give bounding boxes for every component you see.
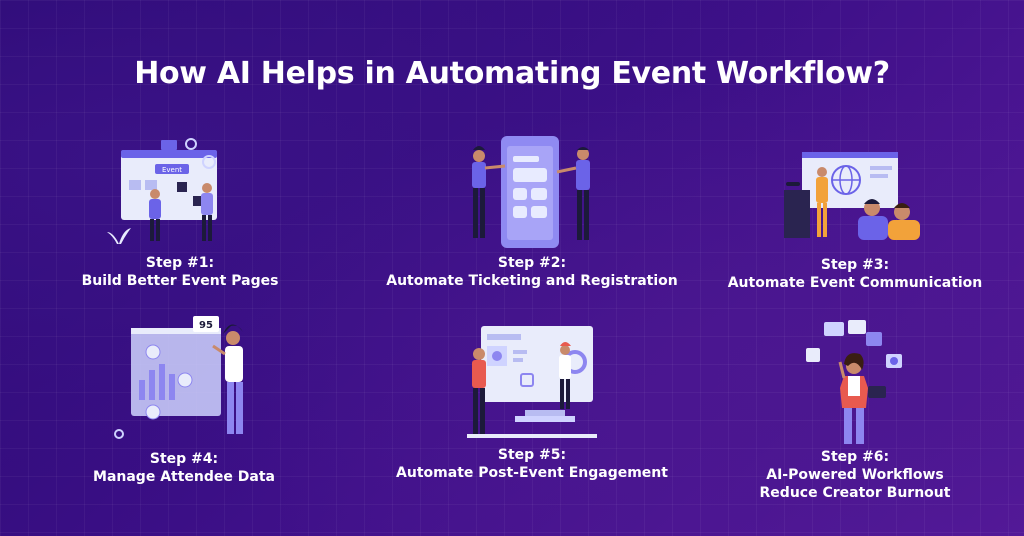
step-4-number: Step #4: [149, 451, 219, 467]
step-3-label: Automate Event Communication [727, 275, 983, 291]
attendee-analytics-icon: 95 [114, 316, 243, 439]
step-1-label: Build Better Event Pages [81, 273, 279, 289]
step-2-number: Step #2: [497, 255, 567, 271]
step-6-label-line1: AI-Powered Workflows [766, 467, 944, 483]
count-badge-text: 95 [199, 320, 213, 331]
step-5-label: Automate Post-Event Engagement [396, 465, 668, 481]
event-page-builder-icon: Event [107, 138, 217, 244]
engagement-dashboard-icon [467, 326, 597, 438]
step-3-number: Step #3: [820, 257, 890, 273]
step-6-number: Step #6: [820, 449, 890, 465]
page-title: How AI Helps in Automating Event Workflo… [134, 56, 890, 91]
step-5: Step #5: Automate Post-Event Engagement [382, 324, 682, 482]
step-1-number: Step #1: [145, 255, 215, 271]
step-6: Step #6: AI-Powered Workflows Reduce Cre… [720, 318, 990, 502]
step-5-number: Step #5: [497, 447, 567, 463]
stressed-creator-icon [806, 320, 902, 444]
step-4: 95 Step #4: Manage Attendee Data [64, 312, 304, 486]
step-4-label: Manage Attendee Data [93, 469, 275, 485]
event-badge-text: Event [162, 166, 182, 174]
step-6-label-line2: Reduce Creator Burnout [759, 485, 951, 501]
step-2-label: Automate Ticketing and Registration [386, 273, 678, 289]
presentation-audience-icon [784, 152, 920, 240]
mobile-registration-icon [472, 136, 590, 248]
step-1: Event Step #1: Build Better Event Pages [60, 136, 300, 290]
step-3: Step #3: Automate Event Communication [710, 146, 1000, 292]
step-2: Step #2: Automate Ticketing and Registra… [382, 134, 682, 290]
